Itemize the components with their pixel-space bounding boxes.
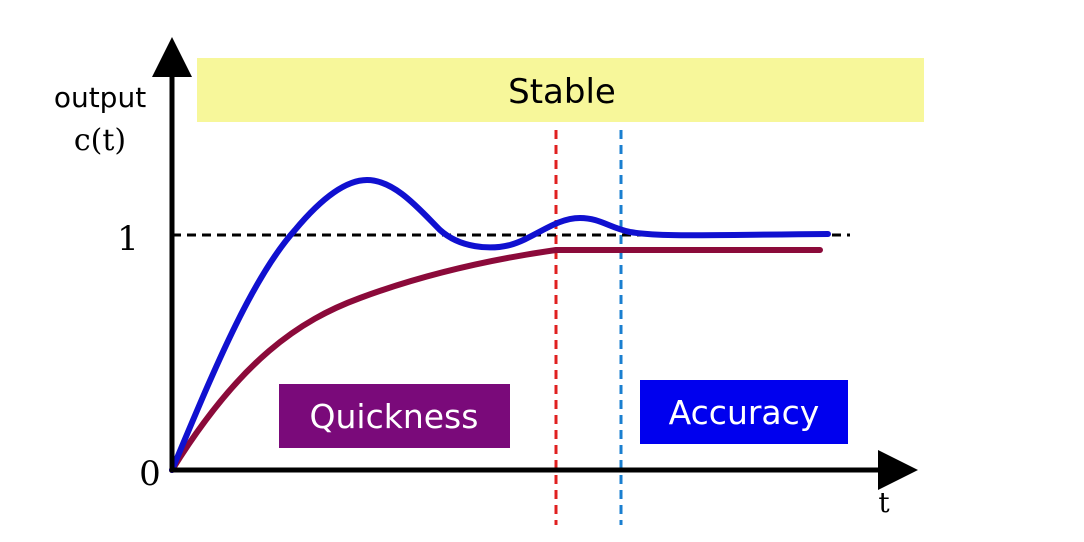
x-axis-label: t xyxy=(878,486,890,519)
accuracy-box xyxy=(640,380,848,444)
underdamped-response-curve xyxy=(169,176,831,473)
quickness-label: Quickness xyxy=(310,397,479,436)
tick-label-zero: 0 xyxy=(139,454,161,494)
quickness-box xyxy=(279,384,510,448)
stable-label: Stable xyxy=(508,72,616,112)
overdamped-response-curve xyxy=(169,247,823,473)
stable-band xyxy=(197,58,924,122)
y-axis-label-output: output xyxy=(54,81,146,114)
tick-label-one: 1 xyxy=(117,219,139,259)
y-axis-label-ct: c(t) xyxy=(74,123,126,158)
accuracy-label: Accuracy xyxy=(669,393,820,432)
